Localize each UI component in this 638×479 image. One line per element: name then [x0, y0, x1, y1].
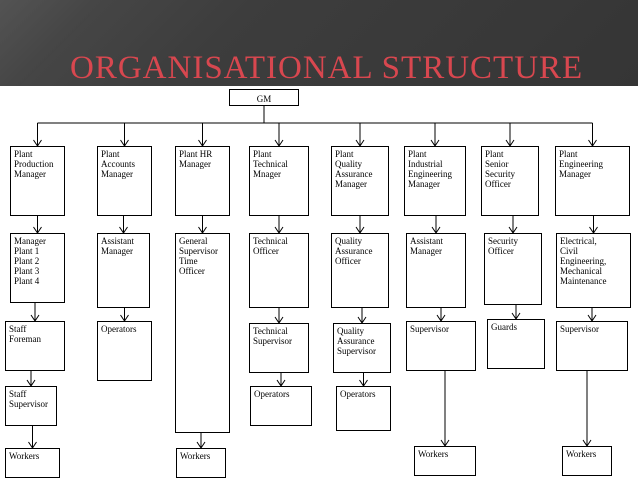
role-box: Workers — [414, 446, 476, 476]
role-box: Operators — [336, 386, 391, 431]
role-box: Technical Officer — [249, 233, 309, 308]
banner-decoration — [0, 0, 90, 86]
org-chart — [26, 106, 598, 449]
role-box: Operators — [250, 386, 312, 426]
manager-box: Plant Senior Security Officer — [481, 146, 539, 216]
page-title: ORGANISATIONAL STRUCTURE — [70, 50, 584, 86]
role-box: Technical Supervisor — [249, 323, 309, 373]
manager-box: Plant Industrial Engineering Manager — [404, 146, 466, 216]
manager-box: Plant Engineering Manager — [555, 146, 630, 216]
manager-box: Plant HR Manager — [175, 146, 230, 216]
title-banner: ORGANISATIONAL STRUCTURE — [0, 0, 638, 86]
gm-box: GM — [229, 89, 299, 106]
role-box: Supervisor — [406, 321, 476, 371]
role-box: Assistant Manager — [97, 233, 150, 308]
manager-box: Plant Technical Mnager — [249, 146, 309, 216]
role-box: General Supervisor Time Officer — [175, 233, 230, 433]
role-box: Quality Assurance Officer — [331, 233, 389, 308]
role-box: Guards — [487, 319, 545, 369]
role-box: Security Officer — [484, 233, 542, 305]
role-box: Assistant Manager — [406, 233, 466, 308]
role-box: Workers — [176, 448, 226, 478]
role-box: Staff Foreman — [5, 321, 65, 371]
role-box: Manager Plant 1 Plant 2 Plant 3 Plant 4 — [10, 233, 65, 303]
role-box: Workers — [5, 448, 60, 478]
role-box: Operators — [97, 321, 152, 381]
role-box: Staff Supervisor — [5, 386, 57, 426]
role-box: Supervisor — [556, 321, 628, 371]
manager-box: Plant Accounts Manager — [97, 146, 152, 216]
role-box: Quality Assurance Supervisor — [333, 323, 391, 373]
manager-box: Plant Production Manager — [10, 146, 65, 216]
role-box: Electrical, Civil Engineering, Mechanica… — [556, 233, 631, 308]
manager-box: Plant Quality Assurance Manager — [331, 146, 389, 216]
role-box: Workers — [562, 446, 612, 476]
